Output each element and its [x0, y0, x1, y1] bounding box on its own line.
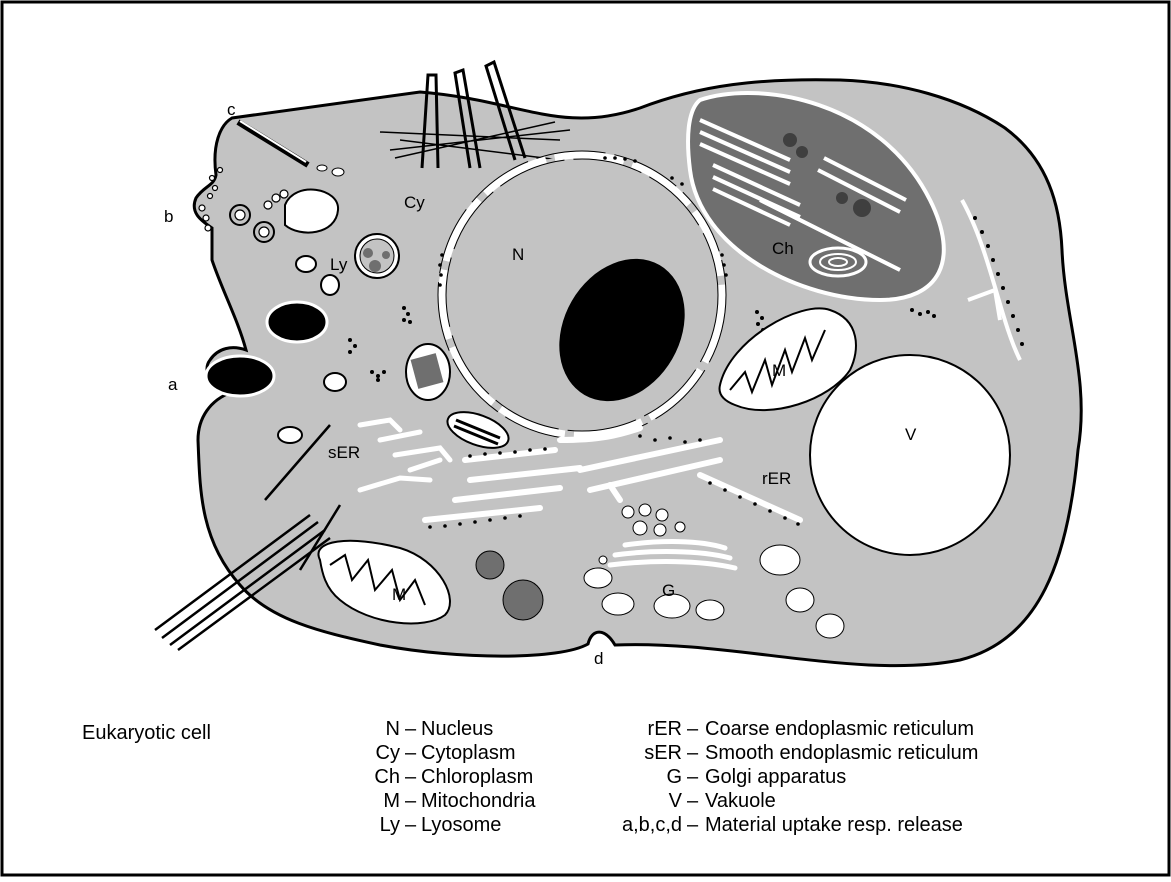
- legend-dash: –: [687, 766, 699, 788]
- legend-name: Material uptake resp. release: [705, 814, 963, 836]
- legend-name: Nucleus: [421, 718, 493, 740]
- legend-dash: –: [687, 790, 699, 812]
- legend-dash: –: [405, 814, 417, 836]
- legend-name: Smooth endoplasmic reticulum: [705, 742, 978, 764]
- legend-name: Mitochondria: [421, 790, 536, 812]
- label-chloroplasm: Ch: [772, 239, 794, 258]
- legend-abbr: M: [383, 790, 400, 812]
- granule-small: [476, 551, 504, 579]
- label-nucleus: N: [512, 245, 524, 264]
- legend-name: Vakuole: [705, 790, 776, 812]
- dark-vesicle-a: [206, 356, 274, 396]
- legend-abbr: G: [666, 766, 682, 788]
- diagram-title: Eukaryotic cell: [82, 722, 211, 744]
- label-uptake-a: a: [168, 375, 178, 394]
- legend-dash: –: [405, 718, 417, 740]
- granule-large: [503, 580, 543, 620]
- label-uptake-b: b: [164, 207, 173, 226]
- lysosome: [355, 234, 399, 278]
- legend-name: Lyosome: [421, 814, 501, 836]
- legend-abbr: Ly: [380, 814, 400, 836]
- legend-abbr: a,b,c,d: [622, 814, 682, 836]
- vesicle-large: [285, 190, 338, 233]
- legend-dash: –: [687, 742, 699, 764]
- legend-dash: –: [405, 790, 417, 812]
- legend-name: Golgi apparatus: [705, 766, 846, 788]
- legend-abbr: Cy: [376, 742, 400, 764]
- label-mitochondria-upper: M: [772, 361, 786, 380]
- label-smooth-er: sER: [328, 443, 360, 462]
- dark-vesicle-upper: [267, 302, 327, 342]
- legend-dash: –: [405, 766, 417, 788]
- legend-name: Cytoplasm: [421, 742, 515, 764]
- legend-name: Coarse endoplasmic reticulum: [705, 718, 974, 740]
- legend-dash: –: [405, 742, 417, 764]
- label-lysosome: Ly: [330, 255, 348, 274]
- label-mitochondria-lower: M: [392, 585, 406, 604]
- legend-abbr: rER: [648, 718, 682, 740]
- legend-dash: –: [687, 814, 699, 836]
- label-vacuole: V: [905, 425, 917, 444]
- label-uptake-d: d: [594, 649, 603, 668]
- legend-name: Chloroplasm: [421, 766, 533, 788]
- dark-granule-left: [406, 344, 450, 400]
- legend-abbr: Ch: [374, 766, 400, 788]
- label-golgi: G: [662, 581, 675, 600]
- label-uptake-c: c: [227, 100, 236, 119]
- legend-dash: –: [687, 718, 699, 740]
- legend-abbr: N: [386, 718, 400, 740]
- label-cytoplasm: Cy: [404, 193, 425, 212]
- legend-abbr: sER: [644, 742, 682, 764]
- legend-abbr: V: [669, 790, 683, 812]
- vacuole: [810, 355, 1010, 555]
- label-coarse-er: rER: [762, 469, 791, 488]
